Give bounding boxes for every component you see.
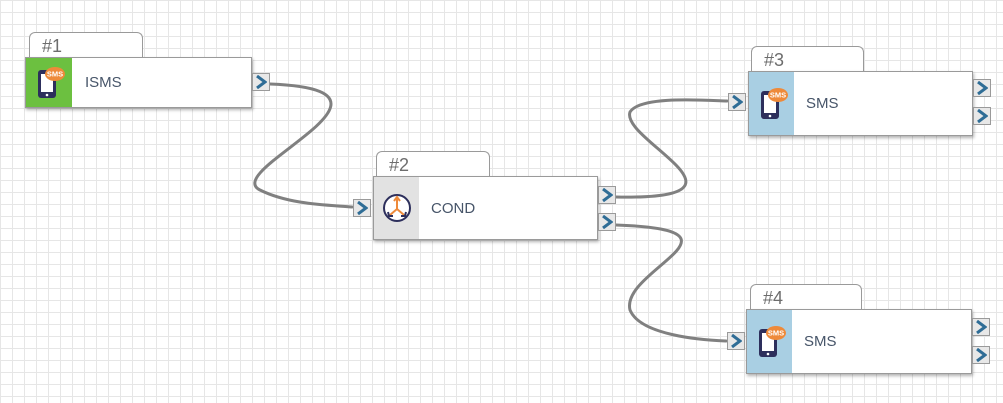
- phone-sms-icon: SMS: [38, 66, 65, 98]
- chevron-right-icon: [976, 348, 987, 362]
- connection-2-to-4[interactable]: [614, 223, 728, 343]
- sms-badge-text: SMS: [47, 69, 63, 78]
- node-4-input-port[interactable]: [727, 332, 745, 350]
- node-4-tab[interactable]: #4: [750, 284, 862, 310]
- connection-2-to-3[interactable]: [614, 98, 729, 199]
- node-3-output-port-1[interactable]: [973, 79, 991, 97]
- node-2-icon-area: [374, 177, 419, 239]
- node-2-cond[interactable]: COND: [373, 176, 598, 240]
- node-1-isms[interactable]: SMS ISMS: [25, 57, 252, 108]
- node-4-label: SMS: [804, 333, 837, 350]
- node-4-icon-area: SMS: [747, 310, 792, 373]
- node-4-number: #4: [763, 288, 784, 308]
- node-3-output-port-2[interactable]: [973, 107, 991, 125]
- node-4-sms[interactable]: SMS SMS: [746, 309, 972, 374]
- node-1-number: #1: [42, 36, 63, 56]
- node-2-label: COND: [431, 199, 476, 217]
- node-2-output-port-2[interactable]: [598, 213, 616, 231]
- node-3-icon-area: SMS: [749, 72, 794, 135]
- chevron-right-icon: [256, 75, 267, 89]
- node-3-label: SMS: [806, 95, 839, 112]
- chevron-right-icon: [731, 334, 742, 348]
- node-4-output-port-1[interactable]: [972, 318, 990, 336]
- connection-1-to-2[interactable]: [253, 82, 354, 209]
- sms-badge-text: SMS: [769, 90, 785, 99]
- chevron-right-icon: [602, 188, 613, 202]
- chevron-right-icon: [976, 320, 987, 334]
- node-2-input-port[interactable]: [353, 199, 371, 217]
- phone-sms-icon: SMS: [758, 325, 786, 357]
- node-3-number: #3: [764, 50, 785, 70]
- node-1-label: ISMS: [85, 74, 122, 91]
- node-1-output-port-1[interactable]: [252, 73, 270, 91]
- chevron-right-icon: [602, 215, 613, 229]
- chevron-right-icon: [732, 95, 743, 109]
- node-2-tab[interactable]: #2: [376, 151, 490, 177]
- chevron-right-icon: [977, 81, 988, 95]
- node-3-sms[interactable]: SMS SMS: [748, 71, 973, 136]
- sms-badge-text: SMS: [767, 328, 783, 337]
- node-3-input-port[interactable]: [728, 93, 746, 111]
- node-4-output-port-2[interactable]: [972, 346, 990, 364]
- condition-split-icon: [382, 194, 411, 222]
- chevron-right-icon: [357, 201, 368, 215]
- node-3-tab[interactable]: #3: [751, 46, 864, 72]
- node-2-output-port-1[interactable]: [598, 186, 616, 204]
- phone-sms-icon: SMS: [760, 87, 788, 119]
- node-1-icon-area: SMS: [26, 58, 72, 107]
- node-2-number: #2: [389, 155, 410, 175]
- chevron-right-icon: [977, 109, 988, 123]
- node-1-tab[interactable]: #1: [29, 32, 143, 58]
